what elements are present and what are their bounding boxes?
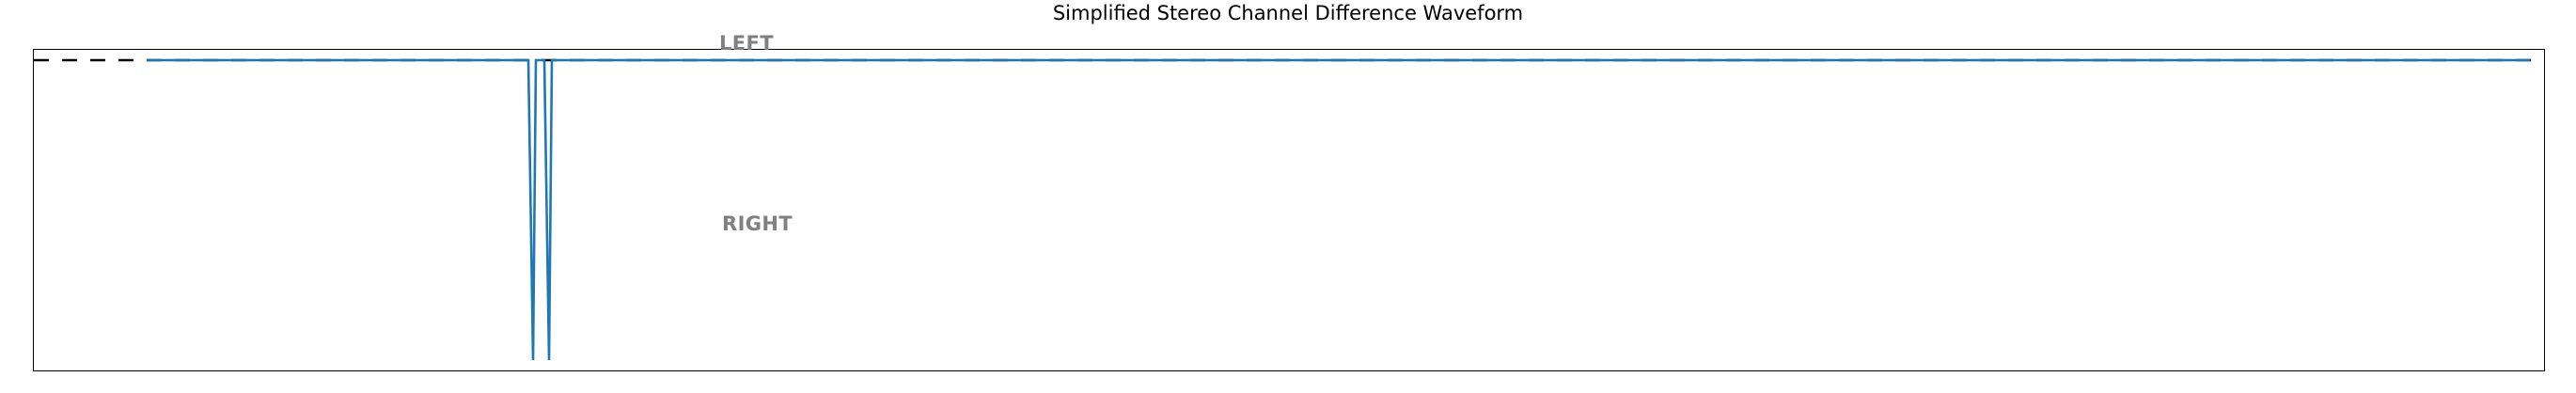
channel-label-right: RIGHT bbox=[722, 212, 793, 235]
waveform-svg bbox=[34, 58, 2544, 361]
waveform-line bbox=[147, 58, 2530, 361]
chart-title: Simplified Stereo Channel Difference Wav… bbox=[1052, 2, 1524, 24]
channel-label-left: LEFT bbox=[719, 32, 774, 55]
plot-axes bbox=[33, 49, 2545, 371]
plot-area bbox=[34, 50, 2544, 370]
